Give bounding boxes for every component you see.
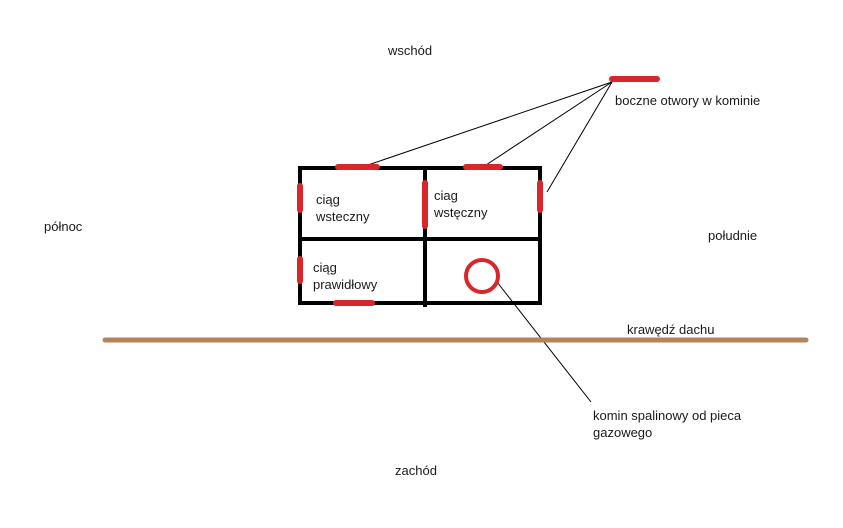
leader-lines — [367, 81, 613, 403]
label-west: zachód — [395, 463, 437, 478]
label-flue-chimney: komin spalinowy od pieca gazowego — [593, 408, 742, 440]
label-side-openings: boczne otwory w kominie — [615, 93, 761, 108]
label-cell-bottom-left: ciąg prawidłowy — [313, 260, 378, 292]
flue-circle — [464, 258, 500, 294]
label-south: południe — [708, 228, 758, 243]
leader-line-top-right — [485, 81, 613, 166]
label-north: północ — [44, 219, 83, 234]
label-east: wschód — [388, 43, 433, 58]
chimney-outline — [298, 166, 542, 305]
label-cell-top-right: ciag wstęczny — [434, 188, 488, 220]
label-cell-top-left: ciąg wsteczny — [316, 192, 370, 224]
label-roof-edge: krawędź dachu — [627, 322, 715, 337]
side-openings — [297, 76, 660, 306]
leader-line-right — [546, 81, 613, 193]
leader-line-top-left — [367, 81, 613, 166]
